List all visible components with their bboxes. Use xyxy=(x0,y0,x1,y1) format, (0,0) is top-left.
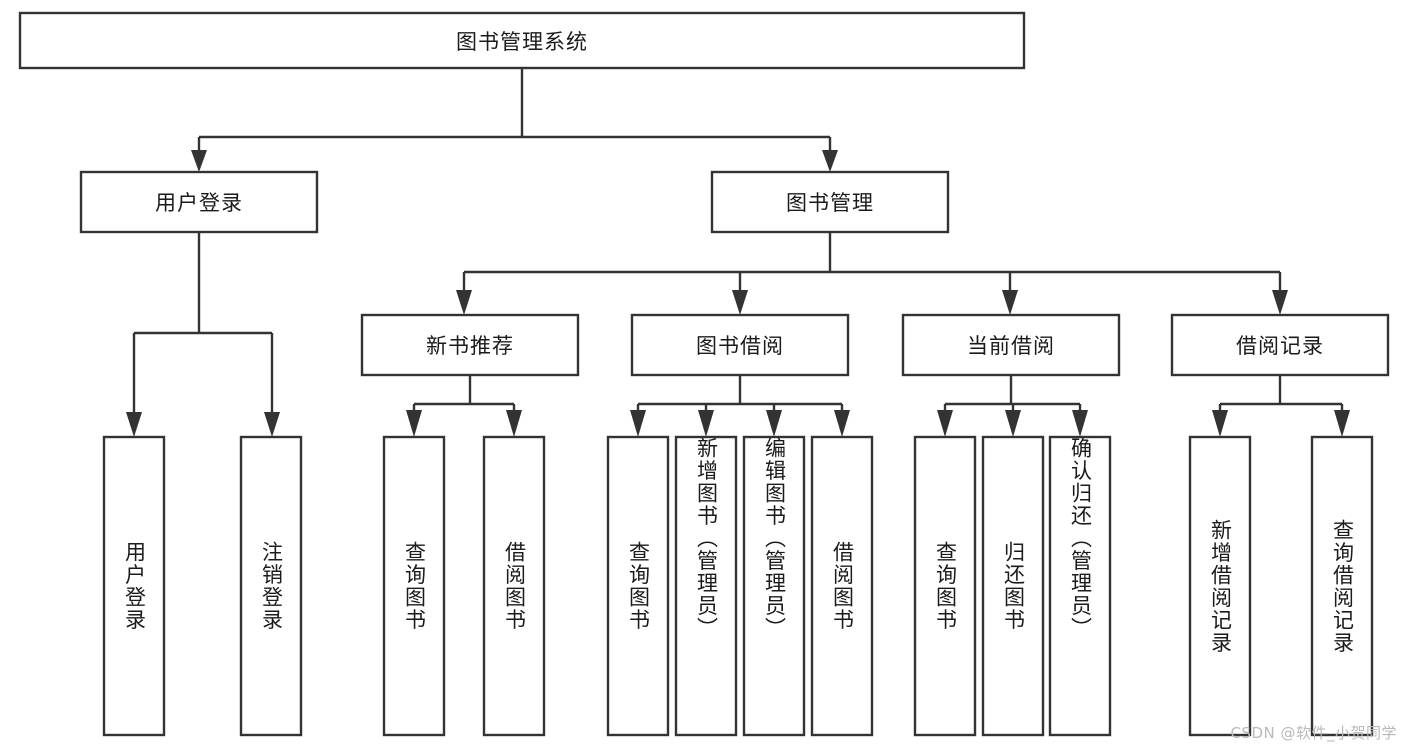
connector-borrow-record-to-leaves xyxy=(1212,375,1350,437)
arrow-head-leaf-edit-book xyxy=(766,410,782,437)
arrow-head-book-management xyxy=(822,150,838,172)
arrow-head-leaf-return-book xyxy=(1005,410,1021,437)
arrow-head-current-borrow xyxy=(1002,290,1018,315)
node-box-leaf-borrow-book-1[interactable] xyxy=(482,435,546,737)
node-box-leaf-query-book-2[interactable] xyxy=(606,435,670,737)
arrow-head-book-borrow xyxy=(732,290,748,315)
arrow-head-leaf-borrow-book-2 xyxy=(834,410,850,437)
arrow-head-leaf-query-borrow-record xyxy=(1334,410,1350,437)
node-box-leaf-confirm-return[interactable] xyxy=(1048,435,1112,737)
arrow-head-leaf-query-book-2 xyxy=(630,410,646,437)
node-box-leaf-add-book[interactable] xyxy=(674,435,738,737)
node-box-leaf-edit-book[interactable] xyxy=(742,435,806,737)
node-box-leaf-add-borrow-record[interactable] xyxy=(1188,435,1252,737)
arrow-head-borrow-record xyxy=(1272,290,1288,315)
connector-user-login-to-leaves xyxy=(126,232,280,437)
node-box-leaf-return-book[interactable] xyxy=(981,435,1045,737)
node-box-root[interactable] xyxy=(18,11,1026,70)
connector-current-borrow-to-leaves xyxy=(937,375,1088,437)
arrow-head-new-book-recommend xyxy=(456,290,472,315)
arrow-head-leaf-borrow-book-1 xyxy=(506,410,522,437)
node-box-borrow-record[interactable] xyxy=(1170,313,1390,377)
arrow-head-leaf-add-borrow-record xyxy=(1212,410,1228,437)
node-box-book-management[interactable] xyxy=(710,170,950,234)
node-box-new-book-recommend[interactable] xyxy=(360,313,580,377)
node-box-user-login[interactable] xyxy=(79,170,319,234)
node-box-leaf-user-login[interactable] xyxy=(102,435,166,737)
arrow-head-leaf-query-book-3 xyxy=(937,410,953,437)
arrow-head-user-login xyxy=(191,150,207,172)
connector-book-borrow-to-leaves xyxy=(630,375,850,437)
csdn-watermark: CSDN @软件_小贺同学 xyxy=(1230,724,1397,742)
node-box-leaf-query-book-3[interactable] xyxy=(913,435,977,737)
connector-new-book-recommend-to-leaves xyxy=(406,375,522,437)
arrow-head-leaf-logout-login xyxy=(264,412,280,437)
connector-book-management-to-level3 xyxy=(456,232,1288,315)
node-box-book-borrow[interactable] xyxy=(630,313,850,377)
connector-root-to-level2 xyxy=(191,68,838,172)
node-box-leaf-query-book-1[interactable] xyxy=(382,435,446,737)
arrow-head-leaf-add-book xyxy=(698,410,714,437)
node-box-current-borrow[interactable] xyxy=(901,313,1121,377)
arrow-head-leaf-query-book-1 xyxy=(406,410,422,437)
node-box-leaf-logout-login[interactable] xyxy=(239,435,303,737)
arrow-head-leaf-confirm-return xyxy=(1072,410,1088,437)
node-box-leaf-borrow-book-2[interactable] xyxy=(810,435,874,737)
arrow-head-leaf-user-login xyxy=(126,412,142,437)
node-box-leaf-query-borrow-record[interactable] xyxy=(1310,435,1374,737)
